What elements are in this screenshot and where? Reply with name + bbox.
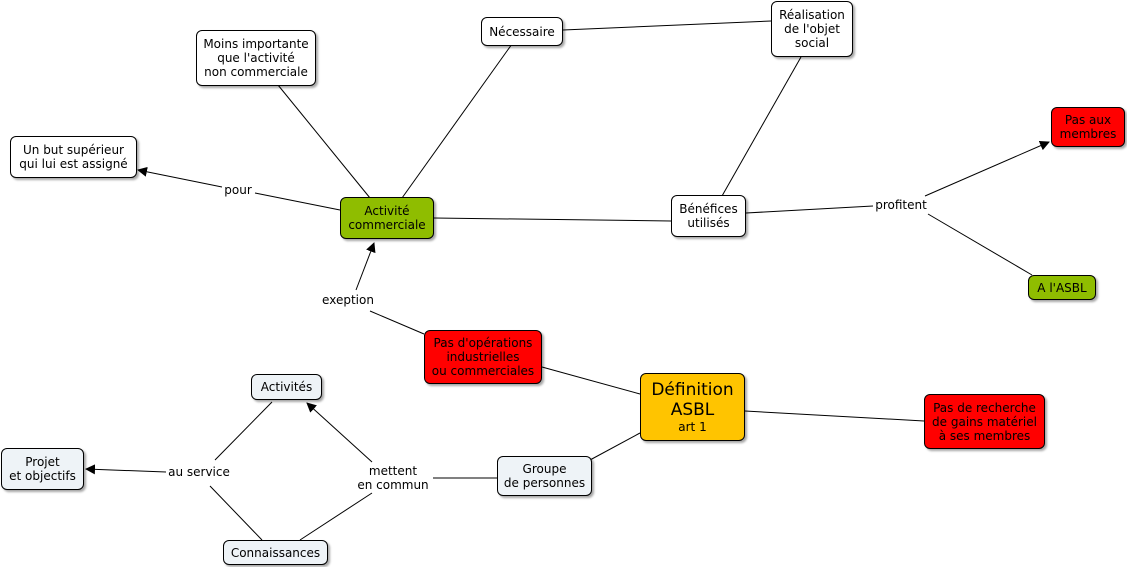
link-realisation-benefices [721, 56, 802, 197]
node-benefices-utilises[interactable]: Bénéfices utilisés [671, 195, 746, 237]
node-pas-aux-membres[interactable]: Pas aux membres [1051, 107, 1125, 147]
node-a-l-asbl[interactable]: A l'ASBL [1028, 275, 1096, 300]
link-pasop-exeption [369, 310, 425, 335]
node-groupe-de-personnes[interactable]: Groupe de personnes [497, 456, 592, 496]
label-profitent: profitent [873, 198, 929, 212]
link-benefices-profitent [745, 205, 874, 214]
link-pasop-definition [541, 366, 641, 395]
link-definition-recherche [744, 410, 925, 422]
node-definition-asbl[interactable]: Définition ASBL art 1 [640, 373, 745, 441]
label-au-service: au service [166, 465, 232, 479]
link-activite-benefices [433, 217, 672, 222]
link-profitent-asbl [927, 213, 1033, 276]
label-pour: pour [222, 183, 254, 197]
node-necessaire[interactable]: Nécessaire [481, 17, 563, 46]
link-activite-pour [254, 192, 341, 211]
label-exeption: exeption [320, 293, 376, 307]
link-moins-activite [277, 84, 371, 199]
definition-subtitle: art 1 [678, 420, 707, 434]
node-moins-importante[interactable]: Moins importante que l'activité non comm… [196, 30, 316, 86]
node-activite-commerciale[interactable]: Activité commerciale [340, 197, 434, 239]
link-exeption-activite [355, 242, 376, 291]
link-definition-groupe [589, 432, 641, 461]
node-projet-objectifs[interactable]: Projet et objectifs [1, 448, 84, 490]
link-mettent-connaissances [299, 492, 373, 541]
link-mettent-activites [306, 402, 373, 463]
link-connaissances-auservice [209, 485, 263, 541]
node-realisation-objet-social[interactable]: Réalisation de l'objet social [771, 1, 853, 57]
label-mettent-en-commun: mettent en commun [355, 464, 431, 492]
link-activites-auservice [214, 401, 273, 461]
node-but-superieur[interactable]: Un but supérieur qui lui est assigné [10, 136, 137, 178]
definition-title: Définition ASBL [651, 380, 734, 420]
link-auservice-projet [85, 464, 167, 475]
node-pas-operations[interactable]: Pas d'opérations industrielles ou commer… [424, 330, 542, 384]
node-pas-de-recherche[interactable]: Pas de recherche de gains matériel à ses… [924, 394, 1045, 449]
link-necessaire-activite [401, 43, 513, 199]
link-profitent-pasmembres [924, 141, 1050, 197]
link-pour-but [137, 166, 223, 188]
node-connaissances[interactable]: Connaissances [223, 540, 328, 565]
link-necessaire-realisation [562, 20, 772, 31]
node-activites[interactable]: Activités [251, 374, 322, 400]
